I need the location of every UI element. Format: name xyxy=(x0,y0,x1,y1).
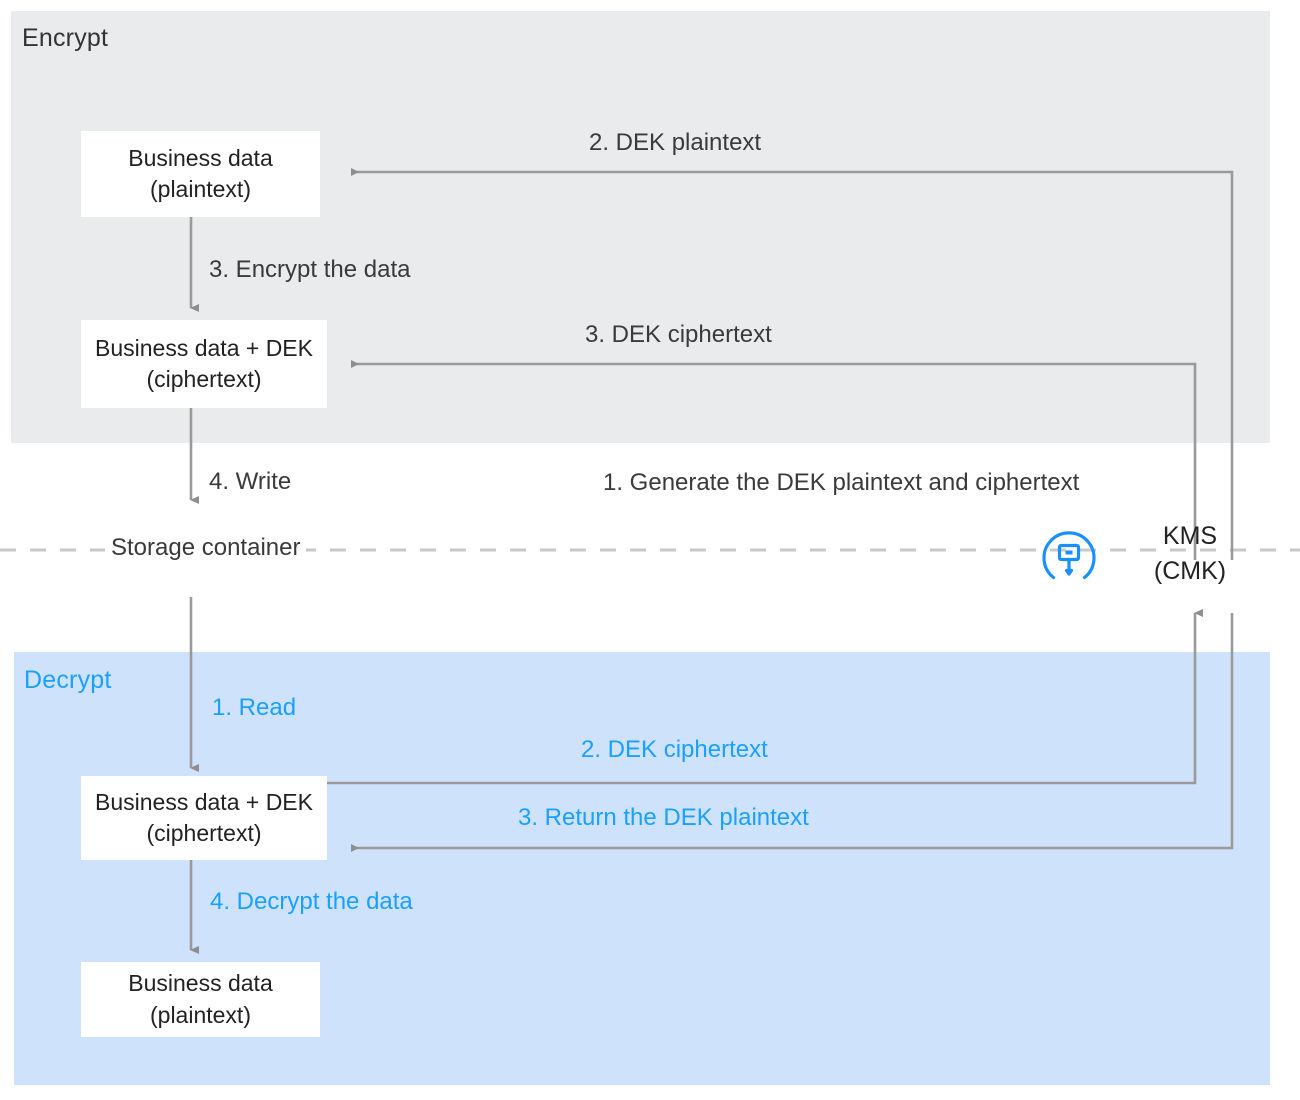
edge-label-return-dek-plaintext: 3. Return the DEK plaintext xyxy=(518,804,809,831)
edge-dek-plaintext xyxy=(351,168,1234,560)
node-line-2: (plaintext) xyxy=(150,1001,251,1028)
node-line-1: Business data + DEK xyxy=(95,788,313,815)
edge-dek-ciphertext-encrypt xyxy=(351,360,1197,560)
node-line-2: (ciphertext) xyxy=(146,820,262,846)
edge-label-dek-plaintext: 2. DEK plaintext xyxy=(589,129,762,156)
decrypt-node-business-data-dek-ciphertext[interactable]: Business data + DEK (ciphertext) xyxy=(81,776,327,860)
edge-dek-ciphertext-decrypt xyxy=(327,609,1203,785)
edge-label-dek-ciphertext-encrypt: 3. DEK ciphertext xyxy=(585,321,772,348)
edge-label-generate-dek: 1. Generate the DEK plaintext and cipher… xyxy=(603,469,1080,496)
node-line-1: Business data xyxy=(128,970,273,997)
edge-return-dek-plaintext xyxy=(351,613,1234,852)
decrypt-panel-title: Decrypt xyxy=(24,666,112,694)
edge-label-read: 1. Read xyxy=(212,694,297,721)
kms-label-line-2: (CMK) xyxy=(1153,556,1227,585)
storage-container-label: Storage container xyxy=(105,534,307,562)
kms-label-line-1: KMS xyxy=(1162,522,1218,550)
kms-label: KMS (CMK) xyxy=(1131,519,1249,588)
kms-key-icon xyxy=(1040,530,1098,588)
node-line-2: (ciphertext) xyxy=(146,366,262,392)
edge-label-dek-ciphertext-decrypt: 2. DEK ciphertext xyxy=(581,736,768,763)
edge-label-write: 4. Write xyxy=(209,468,292,495)
decrypt-node-business-data-plaintext[interactable]: Business data (plaintext) xyxy=(81,962,320,1037)
encrypt-node-business-data-plaintext[interactable]: Business data (plaintext) xyxy=(81,131,320,217)
edge-label-decrypt-the-data: 4. Decrypt the data xyxy=(210,888,413,915)
node-line-1: Business data xyxy=(128,144,273,171)
encrypt-panel-title: Encrypt xyxy=(22,24,109,52)
node-line-1: Business data + DEK xyxy=(95,334,313,361)
edge-label-encrypt-the-data: 3. Encrypt the data xyxy=(209,256,411,283)
node-line-2: (plaintext) xyxy=(150,176,251,202)
encrypt-node-business-data-dek-ciphertext[interactable]: Business data + DEK (ciphertext) xyxy=(81,320,327,408)
